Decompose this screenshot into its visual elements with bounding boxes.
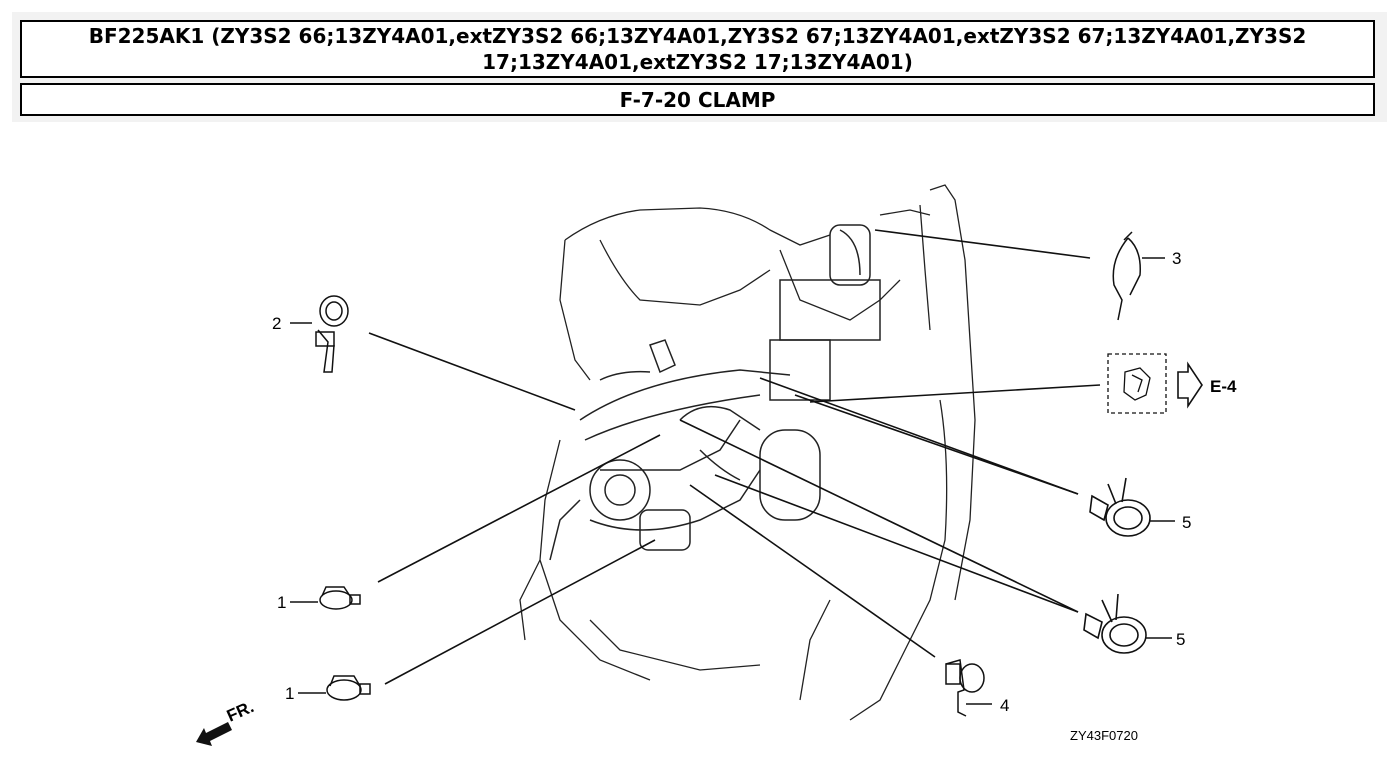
section-title: F-7-20 CLAMP (20, 83, 1375, 116)
front-marker-label: FR. (224, 697, 257, 725)
header: BF225AK1 (ZY3S2 66;13ZY4A01,extZY3S2 66;… (12, 12, 1387, 122)
engine-components (549, 224, 881, 561)
clamp-part-2 (290, 295, 349, 373)
leader-lines (368, 229, 1101, 685)
drawing-code: ZY43F0720 (1070, 728, 1138, 743)
callout-1-lower: 1 (285, 684, 294, 703)
callout-3: 3 (1172, 249, 1181, 268)
callout-5-lower: 5 (1176, 630, 1185, 649)
reference-detail-box (1107, 353, 1203, 414)
callout-1-upper: 1 (277, 593, 286, 612)
callout-4: 4 (1000, 696, 1009, 715)
clamp-part-4 (945, 659, 992, 717)
front-direction-arrow-icon (196, 722, 232, 746)
clamp-part-1-lower (298, 675, 371, 701)
reference-label: E-4 (1210, 377, 1237, 396)
callout-2: 2 (272, 314, 281, 333)
clamp-part-1-upper (290, 586, 361, 610)
clamp-part-3 (1112, 231, 1165, 321)
model-title: BF225AK1 (ZY3S2 66;13ZY4A01,extZY3S2 66;… (20, 20, 1375, 78)
callout-5-upper: 5 (1182, 513, 1191, 532)
clamp-part-5-upper (1089, 477, 1175, 537)
engine-outline (519, 184, 976, 721)
clamp-part-5-lower (1083, 593, 1172, 654)
